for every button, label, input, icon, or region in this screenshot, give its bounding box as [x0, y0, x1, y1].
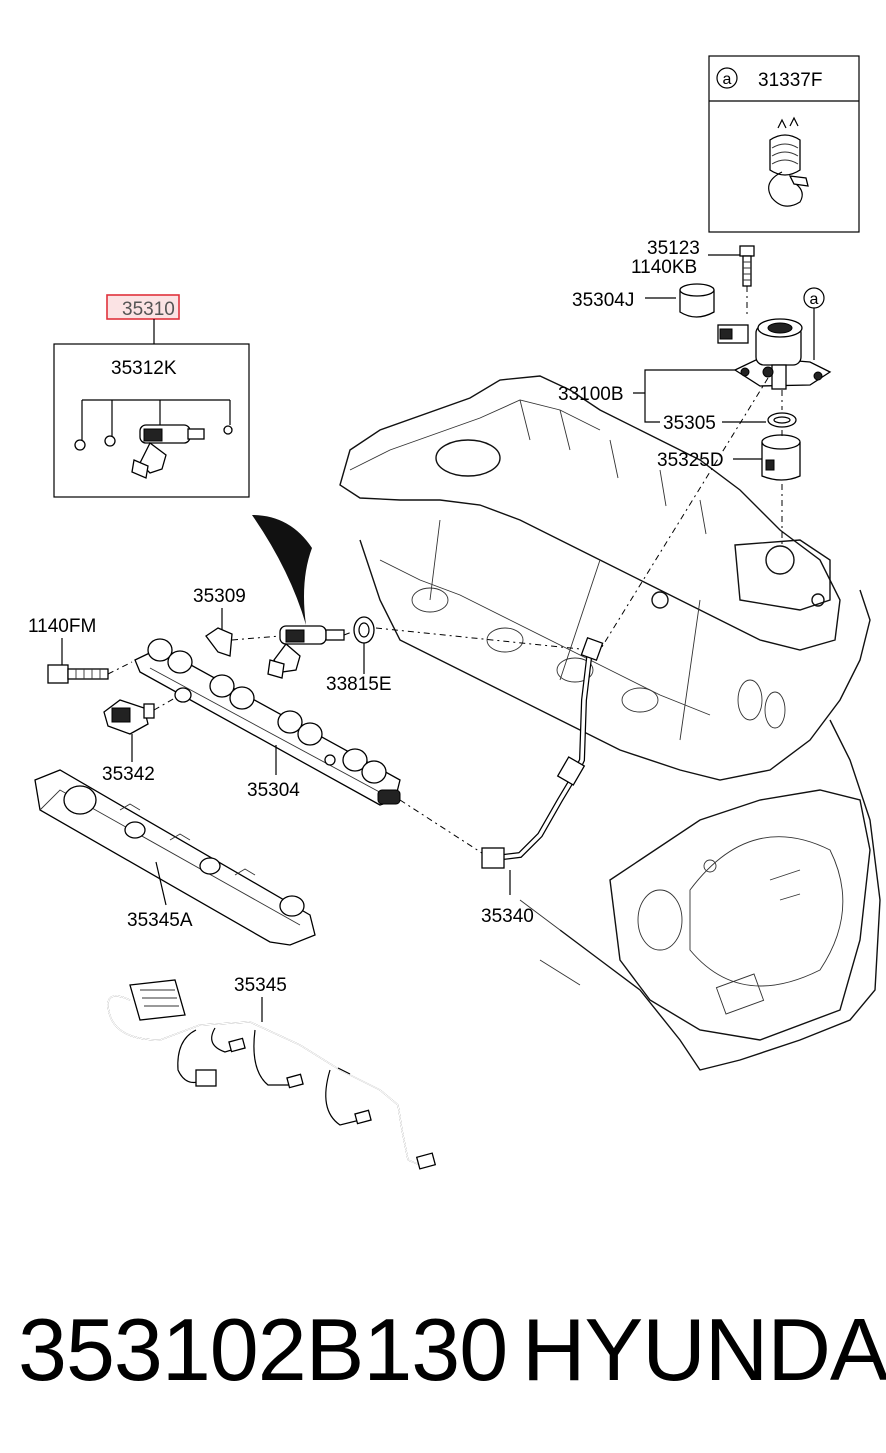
label-35325d: 35325D	[657, 450, 724, 471]
rail-cover-35345a: 35345A	[34, 769, 316, 946]
label-35305: 35305	[663, 413, 716, 434]
pointer-arrow	[252, 515, 312, 625]
brand-name: HYUNDAI	[522, 1300, 886, 1399]
label-35309: 35309	[193, 586, 246, 607]
gasket-35305	[767, 412, 797, 428]
inset-31337f: a 31337F	[708, 55, 860, 233]
sleeve-35325d-icon	[761, 434, 801, 481]
fuel-rail-assembly: 35309 1140FM 33815E	[28, 515, 591, 856]
label-35345: 35345	[234, 975, 287, 996]
label-35123: 35123	[647, 238, 700, 259]
label-35304j: 35304J	[572, 290, 634, 311]
o-ring-part	[74, 439, 86, 451]
wiring-harness-35345: 35345	[107, 975, 437, 1170]
clip-35309	[205, 627, 233, 657]
tappet-cap-icon	[679, 283, 715, 318]
injector-part-icon	[131, 424, 205, 479]
label-1140fm: 1140FM	[28, 616, 96, 637]
rail-end-fitting	[377, 789, 401, 805]
label-1140kb: 1140KB	[631, 257, 697, 278]
label-35342: 35342	[102, 764, 155, 785]
part-number: 353102B130	[18, 1300, 508, 1399]
fuel-line-35340: 35340	[481, 636, 604, 927]
washer-part	[104, 435, 116, 447]
label-35312k: 35312K	[111, 358, 177, 379]
bolt-1140fm-icon	[47, 664, 109, 684]
caption-bar: 353102B130 HYUNDAI	[0, 1290, 886, 1410]
callout-a-letter: a	[723, 71, 732, 88]
injector-main-icon	[267, 625, 345, 679]
pressure-sensor-35342-icon	[103, 699, 155, 735]
label-31337f: 31337F	[758, 70, 822, 91]
label-35340: 35340	[481, 906, 534, 927]
label-33100b: 33100B	[558, 384, 624, 405]
hp-pump-icon	[717, 318, 832, 390]
label-35304: 35304	[247, 780, 300, 801]
bolt-35123-icon	[739, 245, 755, 287]
rail-bosses	[147, 638, 387, 784]
label-35345a: 35345A	[127, 910, 193, 931]
harness-connector-icon	[129, 979, 186, 1021]
seal-part	[223, 425, 233, 435]
callout-a2-letter: a	[810, 291, 819, 308]
fuel-pump-assembly: 35123 1140KB 35304J a 33	[558, 238, 832, 651]
callout-a-circle	[716, 67, 738, 89]
label-33815e: 33815E	[326, 674, 392, 695]
inset-35312k: 35310 35312K	[53, 294, 250, 498]
label-35310: 35310	[122, 299, 175, 320]
seal-33815e-icon	[353, 616, 375, 644]
engine-block-drawing	[339, 375, 881, 1071]
highlight-box	[106, 294, 180, 320]
clip-part-icon	[768, 116, 809, 207]
